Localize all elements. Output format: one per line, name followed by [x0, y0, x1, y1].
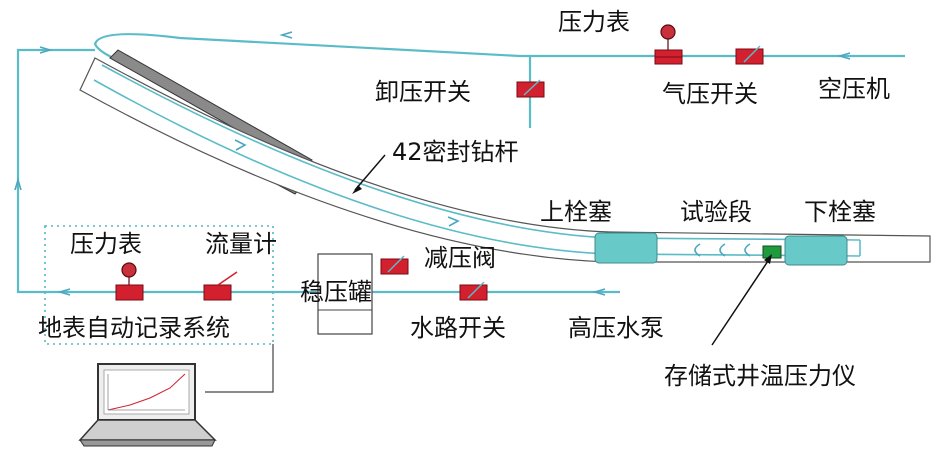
flow-meter-valve: [203, 284, 232, 301]
label-flow-meter: 流量计: [205, 230, 277, 258]
label-stabilizer-tank: 稳压罐: [300, 278, 372, 306]
pressure-gauge-left-valve: [115, 284, 144, 301]
label-upper-packer: 上栓塞: [540, 198, 612, 226]
label-pressure-gauge-top: 压力表: [558, 8, 630, 36]
laptop-icon: [78, 363, 217, 447]
sensor-leader: [711, 257, 771, 346]
lower-packer: [784, 235, 848, 266]
downhole-sensor: [762, 245, 782, 259]
stabilizer-tank: [317, 253, 373, 335]
label-downhole-recorder: 存储式井温压力仪: [664, 362, 856, 390]
label-lower-packer: 下栓塞: [804, 198, 876, 226]
label-air-compressor: 空压机: [818, 75, 890, 103]
label-hp-pump: 高压水泵: [568, 314, 664, 342]
label-sealed-drill-pipe: 42密封钻杆: [392, 138, 519, 166]
label-pressure-gauge-left: 压力表: [70, 230, 142, 258]
label-air-switch: 气压开关: [662, 80, 758, 108]
label-pressure-reducer: 减压阀: [424, 244, 496, 272]
label-test-section: 试验段: [680, 198, 752, 226]
label-unload-switch: 卸压开关: [375, 78, 471, 106]
pressure-gauge-top-icon: [660, 24, 676, 40]
pressure-gauge-left-icon: [121, 262, 137, 278]
recorder-cable: [205, 344, 274, 393]
upper-packer: [594, 232, 658, 264]
label-water-switch: 水路开关: [410, 314, 506, 342]
label-surface-recorder: 地表自动记录系统: [38, 314, 230, 342]
surface-recorder-box: [44, 225, 274, 345]
drill-pipe-leader: [354, 154, 386, 191]
test-section-flow: [694, 243, 751, 257]
